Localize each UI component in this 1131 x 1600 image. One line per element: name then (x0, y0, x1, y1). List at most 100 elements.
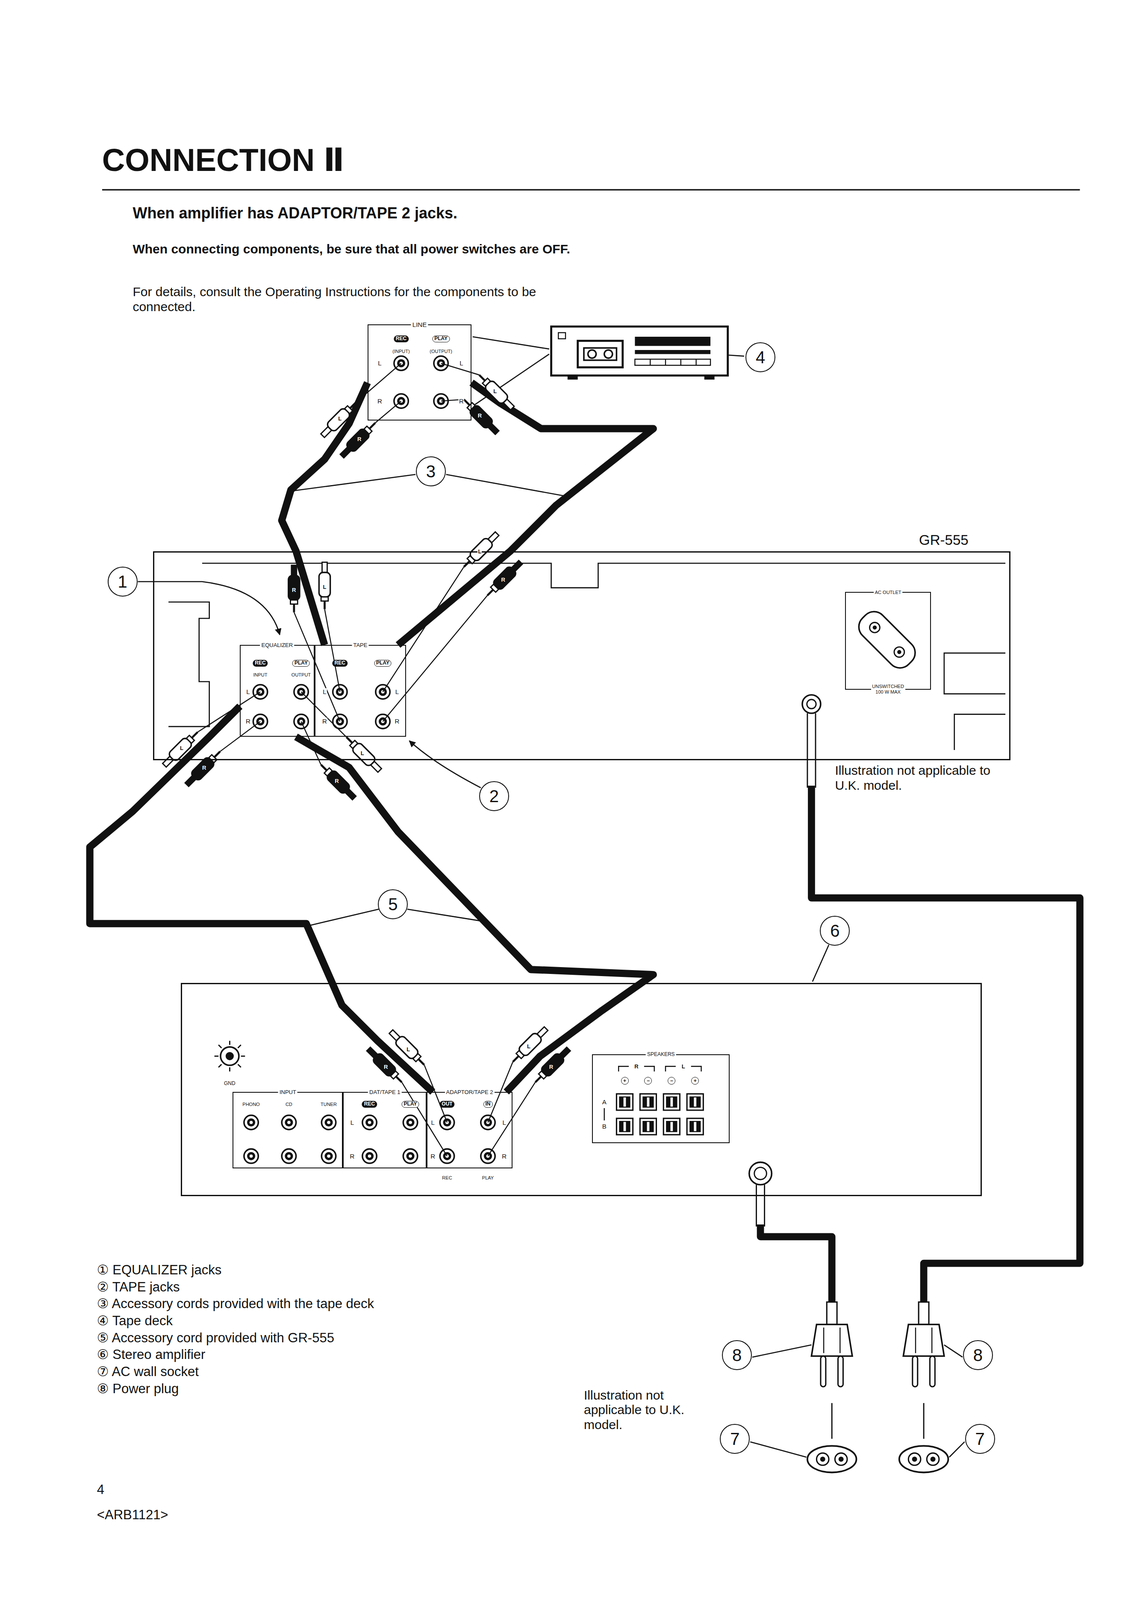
audio-cable (295, 736, 654, 1093)
channel-letter: B (601, 1123, 607, 1131)
illustration-part (604, 1066, 702, 1121)
plug-letter: R (334, 777, 339, 784)
illustration-part (650, 359, 696, 366)
polarity-mark: − (644, 1077, 652, 1085)
power-plugs (807, 1302, 949, 1473)
channel-letter: R (321, 718, 328, 726)
node-heading: SPEAKERS (645, 1051, 677, 1058)
channel-letter: L (350, 1119, 355, 1127)
jack-caption: TUNER (320, 1101, 338, 1108)
page-title: CONNECTION Ⅱ (102, 141, 345, 179)
illustration-part (616, 1118, 633, 1135)
legend-entry: ① EQUALIZER jacks (97, 1262, 222, 1279)
channel-letter: R (394, 718, 401, 726)
plug-letter: L (406, 1045, 411, 1053)
illustration-part (403, 1115, 418, 1130)
illustration-part (577, 341, 623, 368)
illustration-part (318, 562, 330, 610)
node-heading: ADAPTOR/TAPE 2 (444, 1089, 495, 1096)
leader-line (292, 474, 416, 491)
illustration-part (160, 728, 202, 770)
region-note: Illustration not applicable to U.K. mode… (583, 1388, 696, 1433)
leader-line (944, 1345, 963, 1358)
channel-letter: R (349, 1152, 355, 1161)
jack-tag: PLAY (374, 659, 392, 667)
illustration-part (459, 530, 501, 572)
jack-caption: (OUTPUT) (429, 348, 453, 354)
node-heading: DAT/TAPE 1 (368, 1089, 402, 1096)
ac-outlet-socket (853, 606, 920, 673)
illustration-part (558, 332, 566, 339)
plug-letter: R (477, 412, 483, 419)
illustration-part (896, 649, 903, 656)
plug-letter: L (477, 547, 482, 555)
illustration-part (663, 1118, 680, 1135)
legend-text: ⑧ Power plug (97, 1381, 180, 1397)
audio-cable (397, 382, 654, 646)
illustration-part (639, 1094, 657, 1111)
leader-line (309, 909, 379, 926)
page-footer: 4 (97, 1482, 105, 1498)
node-heading: GND (223, 1080, 237, 1087)
illustration-part (807, 1403, 857, 1473)
illustration-part (317, 760, 359, 802)
channel-letter: L (430, 1119, 435, 1127)
illustration-part (639, 1118, 657, 1135)
illustration-part (899, 1403, 949, 1473)
plug-letter: R (291, 586, 297, 594)
page-footer: <ARB1121> (97, 1507, 169, 1523)
legend-entry: ⑤ Accessory cord provided with GR-555 (97, 1330, 335, 1347)
leader-line (301, 692, 347, 738)
jack-tag: PLAY (292, 659, 310, 667)
illustration-part (386, 1027, 428, 1070)
illustration-part (704, 375, 715, 380)
leader-line (301, 721, 322, 765)
channel-letter: L (245, 688, 251, 696)
node-heading: TAPE (351, 642, 369, 649)
legend-entry: ② TAPE jacks (97, 1279, 180, 1296)
illustration-part (321, 1115, 336, 1130)
speaker-terminals (604, 1066, 704, 1135)
plug-letter: R (383, 1063, 389, 1070)
illustration-part (944, 653, 1006, 695)
legend-entry: ⑥ Stereo amplifier (97, 1347, 206, 1363)
illustration-part (459, 395, 501, 437)
leader-line (424, 1065, 448, 1123)
callout-number: 7 (719, 1424, 750, 1455)
jack-tag: REC (252, 659, 268, 667)
leader-line (382, 595, 488, 722)
node-heading: EQUALIZER (260, 642, 295, 649)
audio-cable (89, 706, 433, 1093)
callout-number: 2 (479, 781, 510, 812)
jack-tag: REC (332, 659, 348, 667)
node-heading: AC OUTLET (873, 589, 903, 596)
legend-text: ② TAPE jacks (97, 1279, 180, 1295)
legend-text: ① EQUALIZER jacks (97, 1262, 222, 1278)
illustration-part (362, 1149, 377, 1164)
outlet-box: AC OUTLETUNSWITCHED 100 W MAX (845, 592, 931, 690)
plug-letter: L (322, 583, 327, 591)
node-heading: INPUT (278, 1089, 298, 1096)
legend-text: ⑦ AC wall socket (97, 1364, 199, 1380)
legend-entry: ⑦ AC wall socket (97, 1364, 199, 1380)
polarity-mark: + (691, 1077, 699, 1085)
leader-line (401, 1082, 448, 1157)
illustration-part (756, 1184, 765, 1227)
illustration-part (214, 1041, 246, 1073)
jack-tag: REC (393, 335, 409, 343)
leader-line (446, 474, 565, 496)
illustration-part (362, 1115, 377, 1130)
jack-tag: REC (362, 1101, 377, 1108)
jack-caption: (INPUT) (391, 348, 410, 354)
callout-number: 6 (819, 915, 850, 946)
ground-terminal (214, 1041, 246, 1073)
illustration-part (531, 1045, 573, 1087)
illustration-part (754, 1167, 767, 1181)
illustration-part (480, 1149, 495, 1164)
jack-caption: CD (285, 1101, 293, 1108)
illustration-part (220, 1047, 239, 1066)
leader-line (472, 336, 550, 350)
illustration-part (583, 347, 617, 361)
illustration-part (318, 398, 360, 440)
illustration-part (338, 418, 380, 460)
